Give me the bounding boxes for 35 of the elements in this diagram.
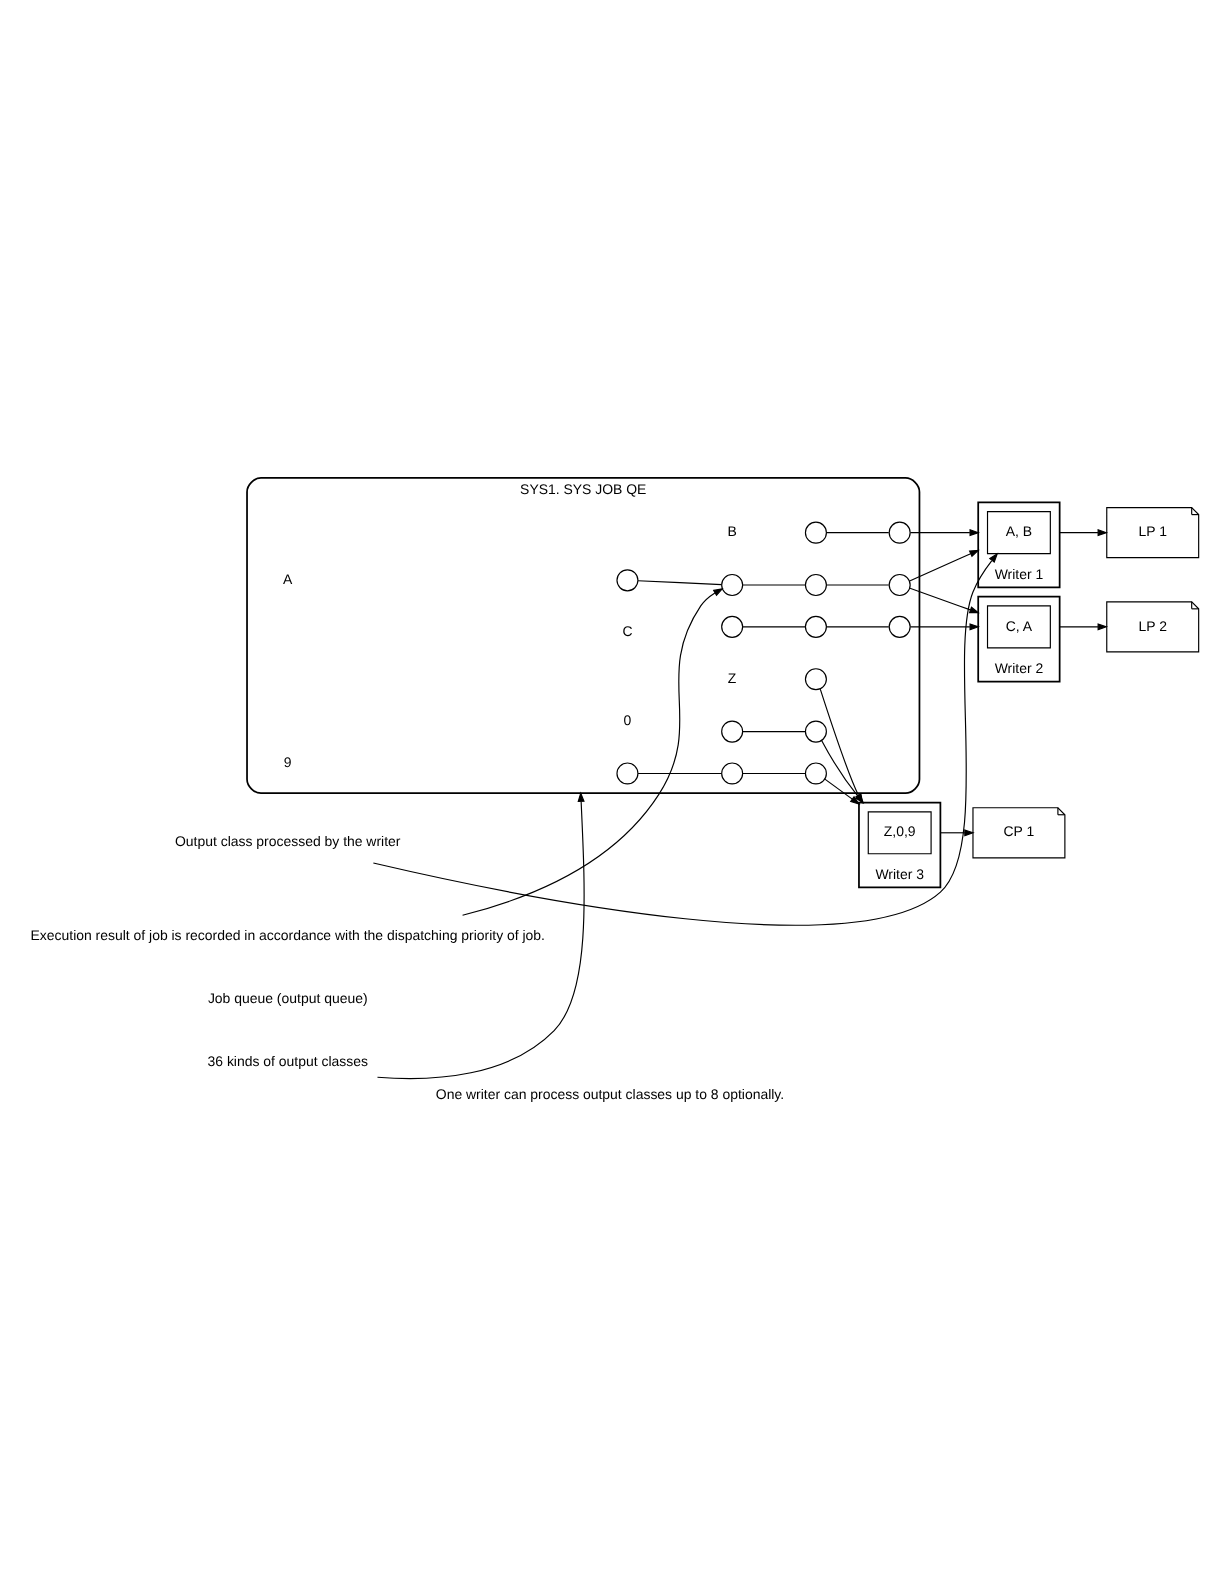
connector [825, 625, 890, 627]
node-circle [721, 719, 744, 742]
arrow [824, 777, 861, 804]
connector [742, 771, 806, 774]
arrow [1059, 527, 1108, 536]
arrow [1059, 622, 1108, 630]
node-circle [888, 572, 911, 596]
node-circle [804, 572, 827, 596]
arrow [909, 527, 980, 536]
node-circle [888, 520, 911, 543]
arrow [909, 586, 980, 613]
node-circle [616, 568, 639, 591]
arrow [909, 622, 980, 630]
node-circle [804, 520, 827, 543]
connector [825, 583, 890, 585]
node-circle [804, 667, 827, 690]
connector [637, 579, 723, 585]
node-circle [804, 761, 827, 784]
node-circle [804, 719, 827, 742]
connector [742, 730, 806, 732]
connector [742, 625, 806, 627]
node-circle [721, 761, 744, 784]
connector [742, 583, 806, 585]
arrow [909, 548, 980, 581]
arrow [939, 828, 975, 836]
arrow [376, 790, 585, 1079]
node-circle [804, 614, 827, 637]
node-circle [888, 614, 911, 637]
node-circle [616, 761, 639, 784]
node-circle [721, 572, 744, 596]
node-circle [721, 614, 744, 637]
arrow [372, 551, 999, 925]
connector [825, 531, 890, 533]
arrow [462, 586, 724, 915]
connector [637, 771, 723, 774]
